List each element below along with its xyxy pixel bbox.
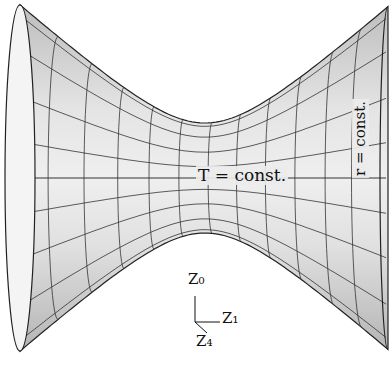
r-const-line — [84, 64, 92, 293]
surface-label: T = const. — [196, 166, 288, 185]
t-const-line — [22, 98, 386, 153]
r-const-line — [149, 107, 154, 249]
rim-arc — [380, 7, 388, 350]
r-const-line — [118, 88, 124, 269]
surface-label: r = const. — [352, 99, 369, 178]
t-const-line — [22, 51, 386, 138]
t-const-line — [22, 142, 386, 166]
r-const-line — [295, 76, 302, 280]
surface — [20, 5, 388, 351]
t-const-line — [22, 189, 386, 213]
r-const-line — [48, 37, 58, 320]
axis-line — [195, 296, 196, 322]
axis-label: Z₄ — [196, 334, 212, 349]
r-const-line — [179, 120, 183, 237]
axis-line — [195, 322, 207, 333]
axis-line — [195, 322, 220, 323]
t-const-line — [22, 230, 386, 339]
axis-label: Z₁ — [222, 311, 238, 326]
r-const-line — [352, 28, 362, 327]
rim-ellipse — [5, 5, 35, 351]
t-const-line — [22, 17, 386, 126]
r-const-line — [325, 51, 334, 305]
axis-label: Z₀ — [188, 272, 204, 287]
t-const-line — [22, 204, 386, 259]
t-const-line — [22, 219, 386, 306]
